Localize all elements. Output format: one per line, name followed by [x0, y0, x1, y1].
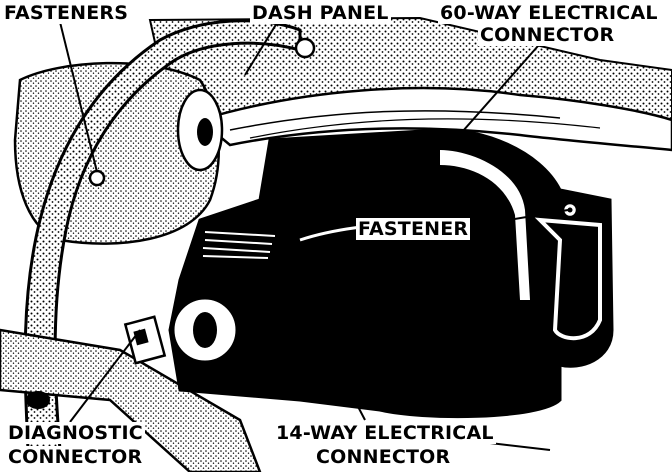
label-fasteners: FASTENERS: [2, 2, 131, 24]
leader-lines: [59, 17, 569, 423]
label-fourteen-way-line2: CONNECTOR: [314, 446, 453, 468]
label-fourteen-way-line1: 14-WAY ELECTRICAL: [274, 422, 496, 444]
label-diagnostic-line2: CONNECTOR: [6, 446, 145, 468]
label-fastener: FASTENER: [356, 218, 471, 240]
label-sixty-way-line1: 60-WAY ELECTRICAL: [438, 2, 660, 24]
fastener-left: [88, 169, 106, 187]
label-sixty-way-line2: CONNECTOR: [478, 24, 617, 46]
engine-controller-module: [168, 128, 614, 419]
dash-clip: [294, 37, 316, 59]
sixty-way-connector: [202, 231, 276, 259]
label-dash-panel: DASH PANEL: [250, 2, 391, 24]
label-diagnostic-line1: DIAGNOSTIC: [6, 422, 145, 444]
hose: [23, 19, 302, 452]
